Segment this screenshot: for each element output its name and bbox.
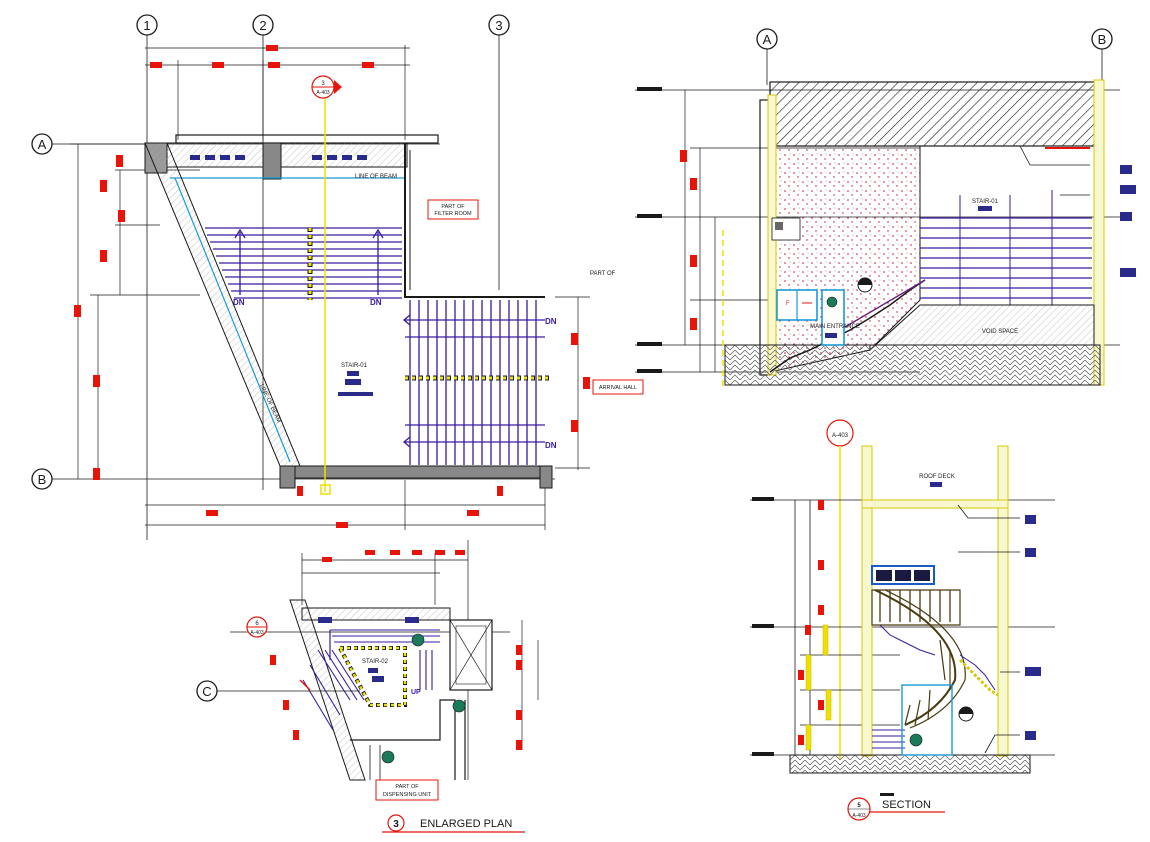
callout-6-num: 6 — [255, 621, 259, 627]
room-filter-line1: PART OF — [441, 204, 465, 210]
diagonal-beam-line — [174, 177, 291, 463]
grid-label-sec-b: B — [1098, 32, 1107, 47]
up-label: UP — [411, 689, 421, 696]
grid-bubble-2: 2 — [252, 14, 274, 36]
grid-lines — [52, 35, 555, 540]
beam-blocks — [190, 155, 367, 160]
section-2-markers — [909, 706, 974, 747]
plan-2-dim-ticks — [270, 550, 522, 750]
section-2-windows — [871, 565, 935, 585]
dn-label-1: DN — [233, 298, 245, 307]
plan-1: 1 2 3 A B — [31, 14, 644, 540]
room-part-label: PART OF — [590, 271, 616, 277]
plan-2-markers — [381, 633, 466, 764]
svg-text:F: F — [786, 301, 790, 307]
room-tag-arrival: ARRIVAL HALL — [592, 379, 644, 395]
grid-bubble-1: 1 — [136, 14, 158, 36]
room-dispensing-line1: PART OF — [395, 784, 419, 790]
stair-1-upper-treads — [205, 227, 402, 299]
grid-bubble-a: A — [31, 133, 53, 155]
room-filter-line2: FILTER ROOM — [434, 211, 472, 217]
grid-bubble-sec-b: B — [1091, 28, 1113, 50]
column-b-sec — [1093, 79, 1105, 386]
dimension-ticks — [74, 45, 590, 528]
room-arrival-label: ARRIVAL HALL — [599, 385, 637, 391]
drawing-title-enlarged-plan: 3 ENLARGED PLAN — [382, 814, 525, 833]
drawing-title-section: 5 A-403 SECTION — [847, 793, 945, 821]
enlarged-plan-num: 3 — [393, 819, 399, 830]
stair-2-tag: STAIR-02 — [362, 659, 389, 665]
section-2-left-wall — [861, 445, 873, 757]
grid-bubble-c: C — [196, 680, 218, 702]
callout-6-sheet: A-403 — [250, 630, 264, 636]
column-2a — [262, 142, 282, 180]
grid-label-3: 3 — [495, 18, 502, 33]
room-wall — [404, 143, 545, 298]
stair-1-tag-text: STAIR-01 — [341, 363, 368, 369]
section-2-stair — [871, 589, 999, 756]
dn-label-4: DN — [545, 441, 557, 450]
section-title: SECTION — [882, 799, 931, 811]
beam-note-top: LINE OF BEAM — [355, 174, 397, 180]
section-2-dim-ticks — [798, 500, 824, 745]
void-space-label: VOID SPACE — [982, 329, 1018, 335]
stair-stringer — [769, 279, 926, 373]
section-marker-1 — [857, 277, 873, 293]
section-2-ground — [789, 754, 1031, 774]
stair-1-arrows-upper — [234, 228, 384, 295]
plan-2-walls — [350, 699, 456, 780]
main-entrance-label: MAIN ENTRANCE — [810, 324, 860, 330]
grid-label-c: C — [202, 684, 211, 699]
roof-deck-slab — [861, 499, 1009, 509]
section-title-num: 5 — [857, 803, 861, 809]
roof-slab — [769, 81, 1101, 147]
entrance-doors: F — [776, 289, 845, 346]
section-1-stair-tag: STAIR-01 — [972, 199, 999, 205]
section-2: A-403 — [750, 419, 1055, 821]
section-1-tags — [978, 165, 1136, 277]
section-title-sheet: A-403 — [852, 813, 866, 819]
top-wall-outline — [175, 134, 439, 144]
section-1-railing — [920, 217, 1092, 299]
level-markers — [637, 87, 662, 373]
grid-bubble-sec-a: A — [756, 28, 778, 50]
section-2-right-wall — [997, 445, 1009, 757]
roof-deck-label: ROOF DECK — [919, 474, 955, 480]
section-callout-top: A-403 — [826, 419, 854, 447]
bottom-slab — [279, 465, 553, 479]
grid-bubble-3: 3 — [488, 14, 510, 36]
section-2-callout-sheet: A-403 — [832, 433, 849, 439]
grid-label-sec-a: A — [763, 32, 772, 47]
column-2b — [279, 465, 296, 489]
stair-1-tag: STAIR-01 — [338, 363, 373, 396]
callout-3-num: 3 — [321, 81, 325, 87]
dn-label-2: DN — [370, 298, 382, 307]
section-callout-3: 3 A-403 — [311, 75, 342, 99]
stair-1-lower-treads — [409, 300, 537, 465]
plan-2-diag-wall — [289, 599, 366, 781]
ground-slab — [724, 344, 1101, 386]
section-callout-6: 6 A-403 — [246, 616, 268, 638]
dn-label-3: DN — [545, 317, 557, 326]
grid-label-2: 2 — [259, 18, 266, 33]
stair-1-arrows-lower — [402, 314, 545, 448]
plan-2: C 6 A-403 STAIR-02 UP PART OF DISPEN — [196, 540, 539, 833]
enlarged-plan-title: ENLARGED PLAN — [420, 818, 512, 830]
room-tag-filter: PART OF FILTER ROOM — [427, 199, 479, 220]
column-3b — [539, 465, 553, 489]
grid-label-1: 1 — [143, 18, 150, 33]
section-2-tags — [930, 482, 1041, 740]
grid-bubble-b: B — [31, 468, 53, 490]
section-1: A B — [635, 28, 1136, 390]
section-1-dim-ticks — [680, 150, 697, 330]
room-tag-dispensing: PART OF DISPENSING UNIT — [375, 779, 439, 801]
room-dispensing-line2: DISPENSING UNIT — [383, 792, 432, 798]
callout-3-sheet: A-403 — [316, 90, 330, 96]
grid-label-b: B — [38, 472, 47, 487]
grid-label-a: A — [38, 137, 47, 152]
section-1-dims — [684, 90, 716, 372]
dimension-lines-left — [70, 143, 590, 479]
